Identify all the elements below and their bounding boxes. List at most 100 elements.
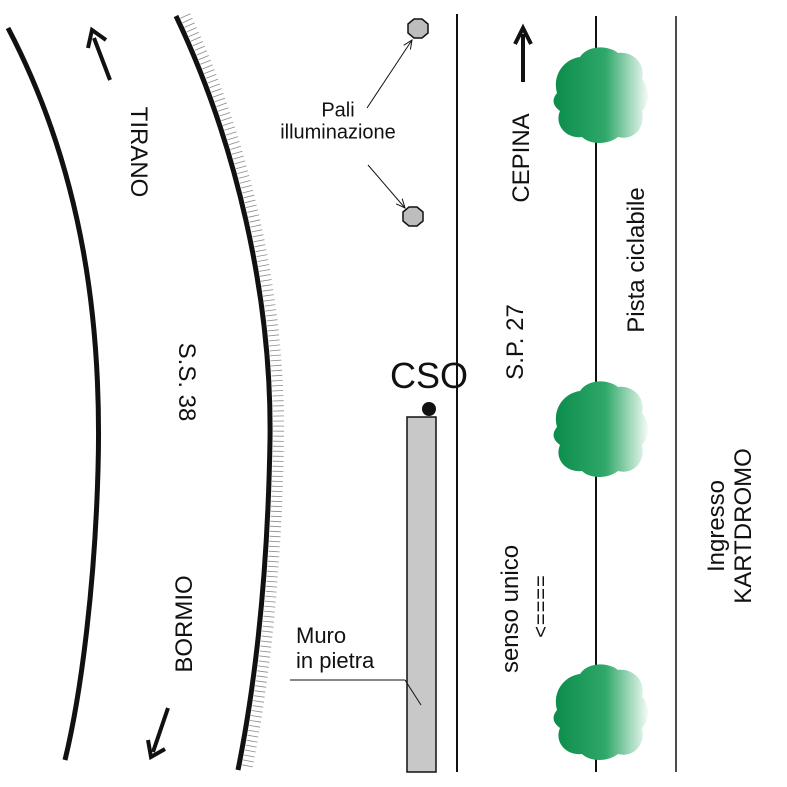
hatch-mark bbox=[258, 660, 270, 663]
hatch-mark bbox=[196, 50, 207, 56]
light-pole-icon bbox=[407, 18, 429, 39]
hatch-mark bbox=[266, 585, 278, 588]
hatch-mark bbox=[230, 145, 242, 150]
hatch-mark bbox=[266, 575, 278, 578]
hatch-mark bbox=[224, 126, 236, 131]
hatch-mark bbox=[270, 364, 282, 367]
hatch-mark bbox=[259, 655, 271, 658]
hatch-mark bbox=[216, 102, 227, 107]
hatch-mark bbox=[270, 505, 283, 508]
hatch-mark bbox=[219, 112, 231, 117]
stone-wall bbox=[406, 416, 437, 773]
label-bike-path: Pista ciclabile bbox=[623, 187, 650, 333]
hatch-mark bbox=[217, 107, 229, 112]
hatch-mark bbox=[247, 734, 259, 738]
hatch-mark bbox=[268, 550, 280, 553]
label-cso: CSO bbox=[389, 355, 469, 396]
hatch-mark bbox=[262, 289, 274, 292]
hatch-mark bbox=[248, 729, 260, 733]
hatch-mark bbox=[259, 274, 271, 277]
hatch-mark bbox=[270, 510, 282, 513]
arrow-to-cepina-icon bbox=[513, 23, 533, 82]
hatch-mark bbox=[272, 390, 284, 392]
hatch-mark bbox=[202, 64, 213, 70]
hatch-mark bbox=[259, 269, 271, 272]
cso-dot-icon bbox=[422, 402, 436, 416]
hatch-mark bbox=[245, 744, 257, 748]
hatch-mark bbox=[252, 705, 264, 708]
label-bormio: BORMIO bbox=[171, 575, 198, 673]
arrow-to-bormio-icon bbox=[146, 707, 170, 761]
label-light-poles: Pali illuminazione bbox=[280, 99, 396, 144]
hatch-mark bbox=[249, 219, 261, 223]
label-one-way: senso unico bbox=[497, 544, 524, 674]
hatch-mark bbox=[242, 189, 254, 194]
hatch-mark bbox=[244, 749, 256, 753]
hatch-mark bbox=[267, 560, 279, 563]
hatch-mark bbox=[262, 620, 274, 623]
hatch-mark bbox=[257, 665, 269, 668]
hatch-mark bbox=[243, 194, 255, 199]
hatch-mark bbox=[267, 565, 279, 568]
hatch-mark bbox=[264, 600, 276, 603]
hatch-mark bbox=[182, 17, 193, 24]
hatch-mark bbox=[234, 160, 246, 165]
hatch-mark bbox=[194, 45, 206, 51]
hatch-mark bbox=[266, 324, 278, 327]
hatch-mark bbox=[249, 720, 261, 723]
hatch-mark bbox=[188, 31, 199, 37]
hatch-mark bbox=[239, 180, 251, 184]
hatch-mark bbox=[241, 184, 252, 189]
hatch-mark bbox=[257, 670, 269, 673]
hatch-mark bbox=[244, 199, 256, 204]
hatch-mark bbox=[245, 204, 257, 208]
hatch-mark bbox=[248, 214, 260, 218]
hatch-mark bbox=[267, 329, 279, 332]
road-ss38-left-edge bbox=[5, 26, 102, 761]
hatch-mark bbox=[270, 520, 282, 523]
hatch-mark bbox=[261, 630, 273, 633]
hatch-mark bbox=[271, 380, 283, 382]
hatch-mark bbox=[260, 640, 272, 643]
hatch-mark bbox=[192, 41, 204, 47]
hatch-mark bbox=[237, 170, 249, 174]
hatch-mark bbox=[238, 175, 250, 179]
hatch-mark bbox=[265, 314, 277, 317]
label-tirano: TIRANO bbox=[125, 106, 152, 198]
label-ss38: S.S. 38 bbox=[173, 342, 200, 422]
hatch-mark bbox=[251, 229, 263, 233]
tree-icon bbox=[553, 381, 648, 477]
hatch-mark bbox=[225, 131, 237, 136]
hatch-mark bbox=[207, 78, 219, 84]
hatch-mark bbox=[253, 700, 265, 703]
hatch-mark bbox=[235, 165, 247, 170]
label-one-way-arrow: ====> bbox=[529, 575, 551, 639]
hatch-mark bbox=[267, 570, 279, 573]
pole-leader-bottom bbox=[367, 164, 405, 208]
hatch-mark bbox=[269, 540, 281, 543]
label-cepina: CEPINA bbox=[508, 113, 535, 203]
hatch-mark bbox=[268, 339, 280, 342]
hatch-mark bbox=[212, 93, 224, 98]
hatch-mark bbox=[264, 304, 276, 307]
wall-leader-diag bbox=[404, 679, 422, 706]
hatch-mark bbox=[200, 59, 211, 65]
hatch-mark bbox=[258, 264, 270, 267]
hatch-mark bbox=[243, 754, 255, 758]
hatch-mark bbox=[270, 525, 282, 528]
hatch-mark bbox=[269, 530, 281, 533]
hatch-mark bbox=[253, 239, 265, 243]
label-kartdromo-entrance: Ingresso KARTDROMO bbox=[703, 448, 757, 604]
embankment-hatching bbox=[180, 13, 285, 768]
hatch-mark bbox=[256, 675, 268, 678]
hatch-mark bbox=[231, 150, 243, 155]
hatch-mark bbox=[256, 254, 268, 257]
hatch-mark bbox=[242, 764, 253, 768]
tree-icon bbox=[553, 664, 648, 760]
hatch-mark bbox=[254, 690, 266, 693]
hatch-mark bbox=[268, 334, 280, 337]
hatch-mark bbox=[261, 635, 273, 638]
hatch-mark bbox=[265, 590, 277, 593]
hatch-mark bbox=[259, 650, 271, 653]
